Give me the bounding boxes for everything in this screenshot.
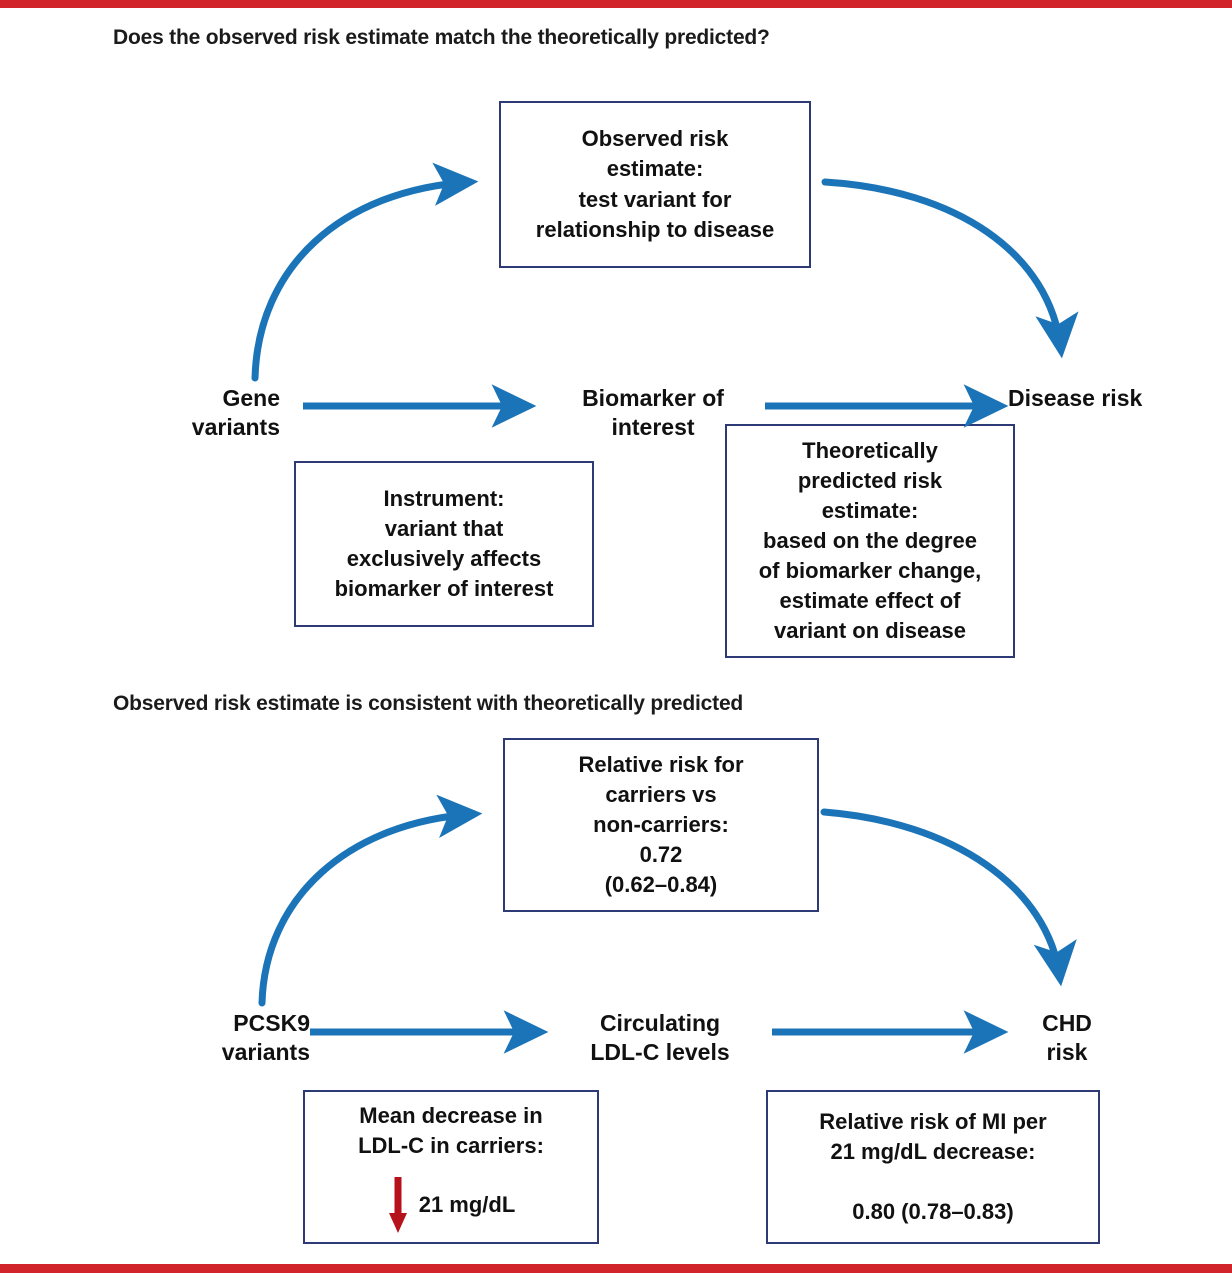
- relative-risk-mi-box: Relative risk of MI per 21 mg/dL decreas…: [766, 1090, 1100, 1244]
- instrument-text: Instrument: variant that exclusively aff…: [334, 485, 554, 602]
- down-arrow-icon: [387, 1177, 409, 1234]
- theoretically-predicted-text: Theoretically predicted risk estimate: b…: [758, 437, 982, 644]
- top-red-rule: [0, 0, 1232, 8]
- arrow-curve-observed-to-disease: [821, 178, 1079, 359]
- arrow-curve-pcsk9-to-relrisk: [258, 794, 483, 1007]
- bottom-panel-heading: Observed risk estimate is consistent wit…: [113, 692, 744, 715]
- relative-risk-carriers-box: Relative risk for carriers vs non-carrie…: [503, 738, 819, 912]
- instrument-box: Instrument: variant that exclusively aff…: [294, 461, 594, 627]
- relative-risk-mi-text: Relative risk of MI per 21 mg/dL decreas…: [819, 1108, 1047, 1225]
- theoretically-predicted-box: Theoretically predicted risk estimate: b…: [725, 424, 1015, 658]
- observed-risk-estimate-text: Observed risk estimate: test variant for…: [535, 126, 775, 242]
- node-chd-risk: CHD risk: [1042, 1010, 1092, 1066]
- node-pcsk9-variants: PCSK9 variants: [221, 1010, 310, 1066]
- node-disease-risk: Disease risk: [1008, 385, 1143, 411]
- mean-decrease-value-row: 21 mg/dL: [387, 1177, 516, 1234]
- top-panel-heading: Does the observed risk estimate match th…: [113, 26, 770, 49]
- mean-decrease-value: 21 mg/dL: [418, 1192, 516, 1218]
- bottom-red-rule: [0, 1264, 1232, 1273]
- node-biomarker-of-interest: Biomarker of interest: [582, 385, 724, 441]
- arrow-curve-relrisk-to-chd: [820, 808, 1077, 987]
- arrow-curve-gene-to-observed: [251, 162, 479, 382]
- relative-risk-carriers-text: Relative risk for carriers vs non-carrie…: [578, 751, 744, 898]
- mean-decrease-ldlc-box: Mean decrease in LDL-C in carriers: 21 m…: [303, 1090, 599, 1244]
- node-gene-variants: Gene variants: [191, 385, 280, 441]
- observed-risk-estimate-box: Observed risk estimate: test variant for…: [499, 101, 811, 268]
- node-circulating-ldlc: Circulating LDL-C levels: [590, 1010, 730, 1066]
- mean-decrease-title: Mean decrease in LDL-C in carriers:: [358, 1102, 544, 1158]
